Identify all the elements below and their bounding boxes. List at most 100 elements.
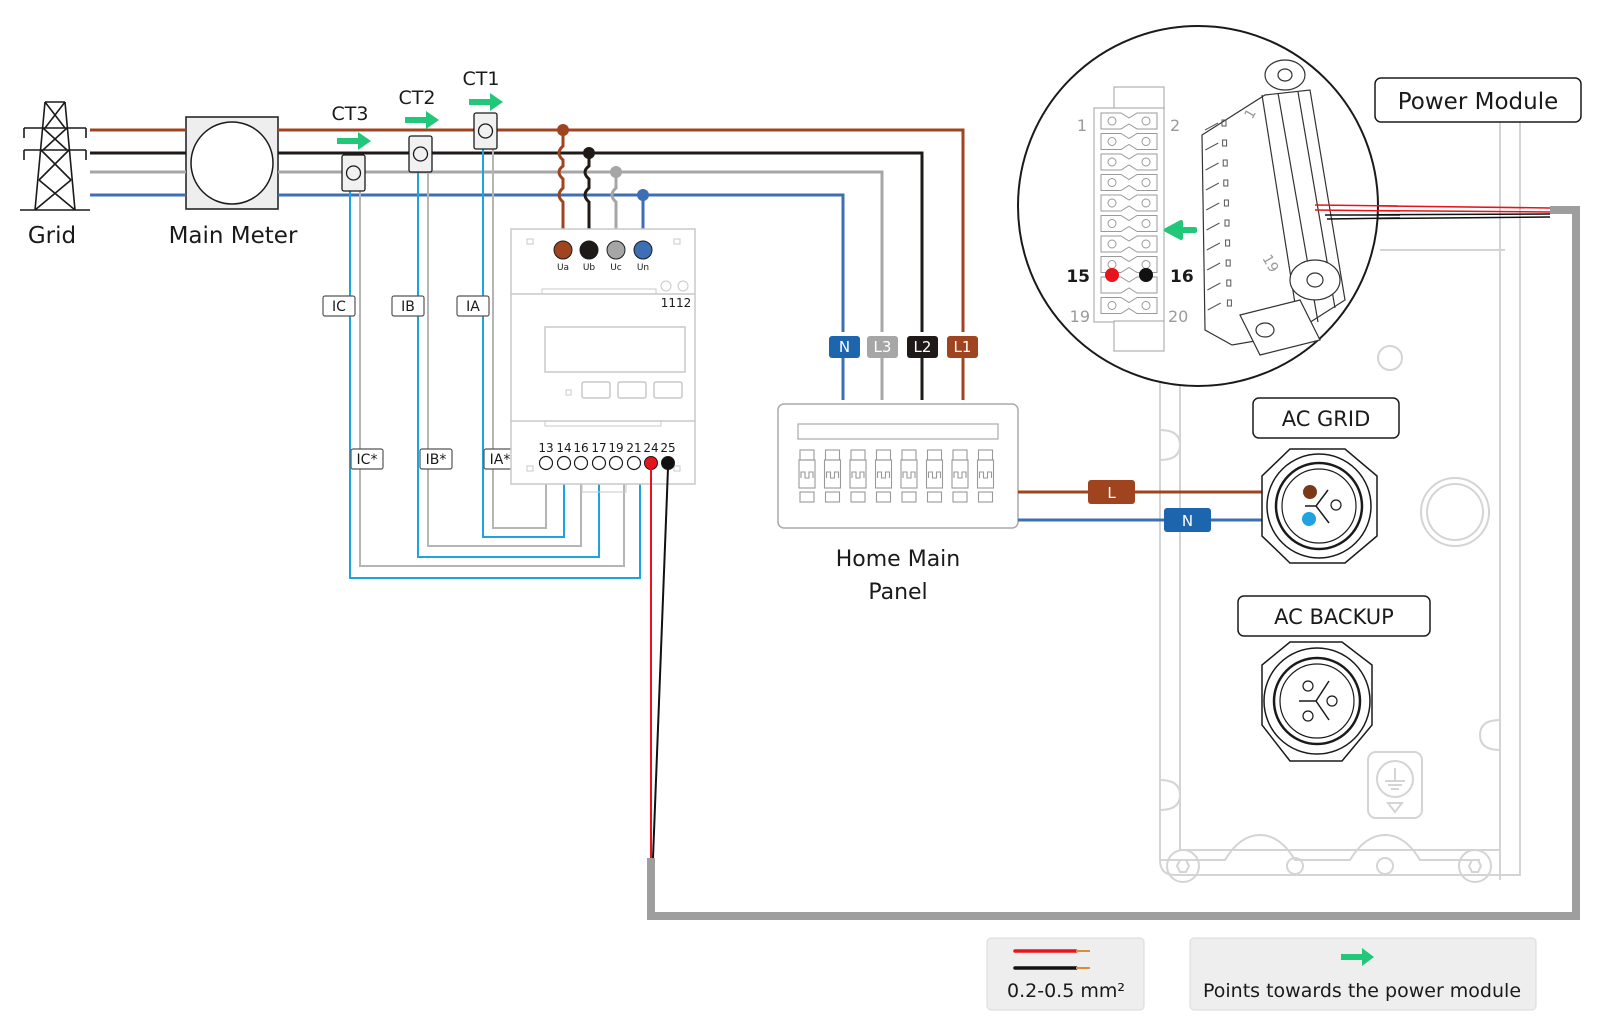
tag-ic: IC — [332, 299, 346, 315]
pin-row — [1100, 174, 1158, 191]
breaker — [849, 449, 867, 503]
plug-slot — [1205, 139, 1228, 151]
pin-row — [1100, 235, 1158, 253]
pin-row — [1100, 276, 1158, 294]
terminal-19: 19 — [608, 441, 623, 455]
terminal-ub: Ub — [583, 263, 596, 273]
tag-ia-star: IA* — [490, 452, 511, 468]
tag-ib: IB — [401, 299, 415, 315]
panel-tags: N L3 L2 L1 — [829, 336, 978, 358]
pin-label-20: 20 — [1168, 307, 1188, 326]
plug-slot — [1206, 219, 1230, 231]
ct2-label: CT2 — [399, 87, 436, 109]
plug-slot — [1205, 159, 1228, 171]
plug-slot — [1207, 279, 1232, 291]
ac-grid-connector: AC GRID — [1252, 397, 1400, 564]
terminal-11-12: 1112 — [661, 296, 692, 310]
legend-arrow-swatch — [1189, 937, 1537, 1011]
tag-l3: L3 — [874, 338, 892, 356]
tag-ib-star: IB* — [426, 452, 447, 468]
plug-slot — [1205, 179, 1229, 191]
power-module-label: Power Module — [1398, 89, 1558, 115]
bottom-terminals: 13 14 16 17 19 21 24 25 — [538, 441, 676, 471]
ct-wires — [349, 145, 641, 579]
pin-row — [1100, 112, 1158, 130]
connector-callout: 1 2 15 16 19 20 1 19 — [1017, 25, 1401, 387]
smart-meter: Ua Ub Uc Un 1112 13 14 16 17 19 21 24 25 — [510, 228, 696, 493]
home-main-panel — [777, 403, 1165, 529]
tag-l1: L1 — [954, 338, 972, 356]
pin-row — [1100, 194, 1158, 212]
power-module-enclosure — [1159, 120, 1521, 883]
terminal-21: 21 — [626, 441, 641, 455]
signal-cable — [647, 204, 1580, 920]
plug-mark-19: 19 — [1259, 252, 1282, 275]
breaker — [798, 449, 816, 503]
ct3-arrow-icon — [337, 132, 371, 150]
plug-slot — [1205, 199, 1229, 211]
plug-slot — [1207, 299, 1232, 311]
plug-slot — [1204, 119, 1227, 131]
grid-tower-icon — [20, 101, 90, 211]
terminal-ua: Ua — [557, 263, 569, 273]
pin-row — [1100, 215, 1158, 232]
ct3-clamp — [341, 154, 366, 192]
terminal-24: 24 — [643, 441, 658, 455]
ct1-clamp — [473, 112, 498, 150]
power-module-label-box: Power Module — [1374, 77, 1582, 123]
main-meter-icon — [185, 116, 279, 210]
terminal-14: 14 — [556, 441, 571, 455]
voltage-taps — [557, 124, 649, 248]
pin-row — [1100, 153, 1158, 171]
legend-arrow-icon — [1341, 948, 1374, 966]
tag-ac-n: N — [1182, 512, 1193, 530]
plug-slot — [1206, 239, 1231, 251]
ac-backup-label: AC BACKUP — [1274, 605, 1394, 629]
grid-label: Grid — [28, 223, 76, 249]
tag-ia: IA — [466, 299, 480, 315]
terminal-un: Un — [637, 263, 649, 273]
ct-arrow-icons — [337, 93, 503, 150]
pin-label-2: 2 — [1170, 116, 1180, 135]
legend-wire-gauge: 0.2-0.5 mm² — [1007, 980, 1125, 1002]
breaker — [874, 449, 893, 503]
pin-label-16: 16 — [1170, 267, 1194, 287]
pin-row — [1100, 297, 1158, 314]
terminal-16: 16 — [573, 441, 588, 455]
wire-l1 — [90, 128, 965, 332]
ct2-clamp — [408, 135, 433, 173]
tag-ic-star: IC* — [357, 452, 378, 468]
terminal-25: 25 — [660, 441, 675, 455]
wire-n — [90, 193, 845, 332]
main-meter-label: Main Meter — [169, 223, 298, 249]
wire-l3 — [90, 170, 884, 332]
tag-n: N — [839, 338, 850, 356]
legend-wire-swatch — [986, 937, 1145, 1011]
breaker — [900, 449, 918, 503]
ct1-arrow-icon — [469, 93, 503, 111]
breaker — [951, 449, 969, 503]
terminal-17: 17 — [591, 441, 606, 455]
ct1-label: CT1 — [463, 68, 500, 90]
breaker — [925, 449, 944, 503]
connector-insert-arrow-icon — [1164, 220, 1197, 240]
ct-tags: IC IB IA IC* IB* IA* — [322, 295, 517, 470]
pin-row — [1100, 133, 1158, 150]
legend-arrow-meaning: Points towards the power module — [1203, 980, 1521, 1002]
breaker — [976, 449, 995, 503]
home-main-panel-label-line1: Home Main — [836, 547, 960, 572]
pin-label-15: 15 — [1066, 267, 1090, 287]
plug-slot — [1206, 259, 1231, 271]
pin-label-1: 1 — [1077, 116, 1087, 135]
tag-l2: L2 — [914, 338, 932, 356]
pin-label-19: 19 — [1070, 307, 1090, 326]
ac-backup-connector: AC BACKUP — [1237, 595, 1431, 762]
bus-lines — [90, 128, 965, 400]
ct2-arrow-icon — [405, 111, 439, 129]
terminal-uc: Uc — [610, 263, 622, 273]
ct3-label: CT3 — [332, 103, 369, 125]
home-main-panel-label-line2: Panel — [868, 580, 927, 605]
terminal-13: 13 — [538, 441, 553, 455]
tag-ac-l: L — [1107, 484, 1116, 502]
